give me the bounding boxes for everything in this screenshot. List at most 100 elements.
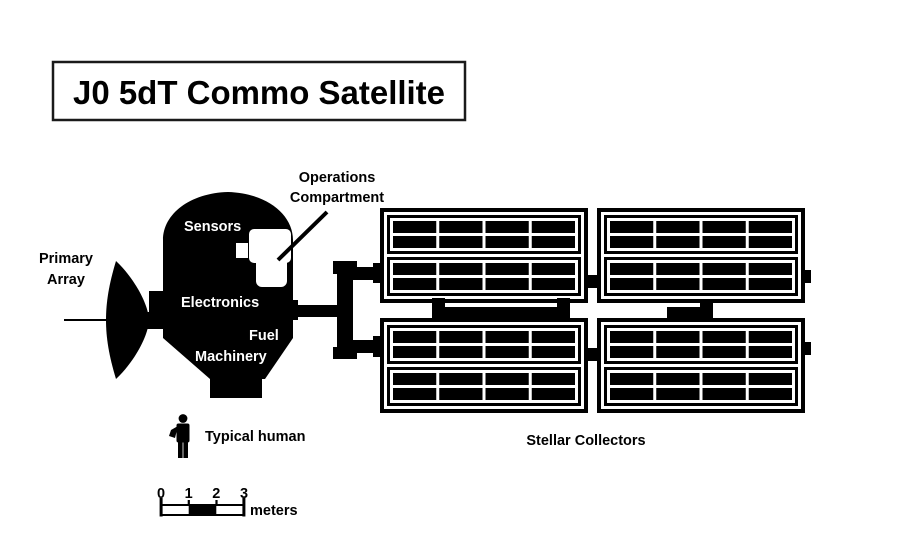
- stellar-collectors-label: Stellar Collectors: [526, 433, 645, 449]
- human-leg: [178, 441, 183, 458]
- solar-cell: [702, 373, 746, 385]
- compartment-window-cutout: [236, 243, 248, 258]
- sensors-label: Sensors: [184, 219, 241, 235]
- solar-cell: [702, 331, 746, 343]
- solar-cell: [485, 346, 529, 358]
- solar-cell: [656, 331, 700, 343]
- bracket-bottom-arm: [350, 340, 378, 353]
- solar-cell: [610, 331, 654, 343]
- operations-compartment-label-line2: Compartment: [290, 190, 384, 206]
- panel-edge-nub: [805, 270, 811, 283]
- scale-bar-mid-tick-1: [187, 500, 190, 506]
- solar-cell: [748, 388, 792, 400]
- primary-array-dish: [106, 261, 148, 379]
- solar-cell: [702, 263, 746, 275]
- panel-connector-stub: [700, 299, 713, 318]
- panel-connectors: [432, 270, 811, 361]
- solar-cell: [610, 221, 654, 233]
- scale-tick-label-3: 3: [240, 486, 248, 502]
- solar-cell: [439, 221, 483, 233]
- boom-bar: [295, 305, 343, 317]
- solar-cell: [748, 331, 792, 343]
- solar-cell: [748, 373, 792, 385]
- solar-cell: [610, 388, 654, 400]
- primary-array-label-line2: Array: [47, 272, 85, 288]
- solar-cell: [485, 388, 529, 400]
- solar-cell: [393, 278, 437, 290]
- operations-compartment-pointer-line: [276, 210, 329, 262]
- solar-cell: [656, 221, 700, 233]
- fuel-label: Fuel: [249, 328, 279, 344]
- solar-cell: [485, 221, 529, 233]
- solar-cell: [748, 278, 792, 290]
- machinery-label: Machinery: [195, 349, 267, 365]
- panel-connector-bar: [432, 307, 570, 318]
- solar-cell: [610, 263, 654, 275]
- solar-cell: [393, 373, 437, 385]
- solar-cell: [610, 236, 654, 248]
- solar-cell: [485, 331, 529, 343]
- human-torso: [176, 423, 190, 443]
- scale-bar: 0 1 2 3 meters: [157, 486, 298, 519]
- solar-cell: [439, 373, 483, 385]
- solar-cell: [439, 236, 483, 248]
- primary-array-label-line1: Primary: [39, 251, 93, 267]
- solar-cell: [531, 221, 575, 233]
- typical-human-label: Typical human: [205, 429, 305, 445]
- solar-cell: [393, 388, 437, 400]
- solar-cell: [485, 263, 529, 275]
- solar-cell: [439, 278, 483, 290]
- solar-cell: [485, 236, 529, 248]
- solar-cell: [656, 278, 700, 290]
- solar-cell: [531, 278, 575, 290]
- solar-cell: [393, 263, 437, 275]
- solar-cell: [610, 346, 654, 358]
- solar-cell: [702, 346, 746, 358]
- human-head: [178, 414, 188, 423]
- title-box: [51, 60, 467, 122]
- bracket-top-arm: [350, 267, 378, 280]
- scale-bar-filled-segment: [188, 504, 217, 516]
- solar-cell: [485, 278, 529, 290]
- scale-tick-label-0: 0: [157, 486, 165, 502]
- bracket-vertical-bar: [337, 261, 353, 359]
- solar-cell: [485, 373, 529, 385]
- solar-cell: [531, 373, 575, 385]
- solar-cell: [439, 263, 483, 275]
- page-title: J0 5dT Commo Satellite: [73, 74, 445, 111]
- panel-gap-connector: [584, 275, 598, 288]
- solar-cell: [531, 263, 575, 275]
- solar-cell: [656, 346, 700, 358]
- solar-cell: [702, 236, 746, 248]
- solar-cell: [656, 263, 700, 275]
- solar-cell: [702, 221, 746, 233]
- bracket-bottom-arm-stub: [373, 336, 382, 357]
- engine-nub: [210, 379, 262, 398]
- scale-tick-label-1: 1: [185, 486, 193, 502]
- operations-compartment-label-line1: Operations: [299, 170, 376, 186]
- solar-cell: [439, 388, 483, 400]
- solar-cell: [531, 331, 575, 343]
- solar-cell: [610, 278, 654, 290]
- solar-cell: [656, 236, 700, 248]
- electronics-label: Electronics: [181, 295, 259, 311]
- solar-cell: [393, 221, 437, 233]
- human-leg: [183, 441, 188, 458]
- solar-cell: [656, 373, 700, 385]
- solar-cell: [531, 236, 575, 248]
- solar-cell: [748, 221, 792, 233]
- meters-label: meters: [250, 503, 298, 519]
- solar-cell: [702, 278, 746, 290]
- solar-cell: [393, 236, 437, 248]
- solar-cell: [439, 331, 483, 343]
- panel-edge-nub: [805, 342, 811, 355]
- scale-bar-end-tick-left: [159, 498, 163, 517]
- human-arm: [169, 426, 178, 438]
- solar-cell: [748, 346, 792, 358]
- panel-boom-bracket: [289, 261, 382, 359]
- human-figure: [169, 414, 190, 458]
- solar-cell: [531, 388, 575, 400]
- boom-body-cap: [289, 300, 298, 320]
- solar-cell: [748, 236, 792, 248]
